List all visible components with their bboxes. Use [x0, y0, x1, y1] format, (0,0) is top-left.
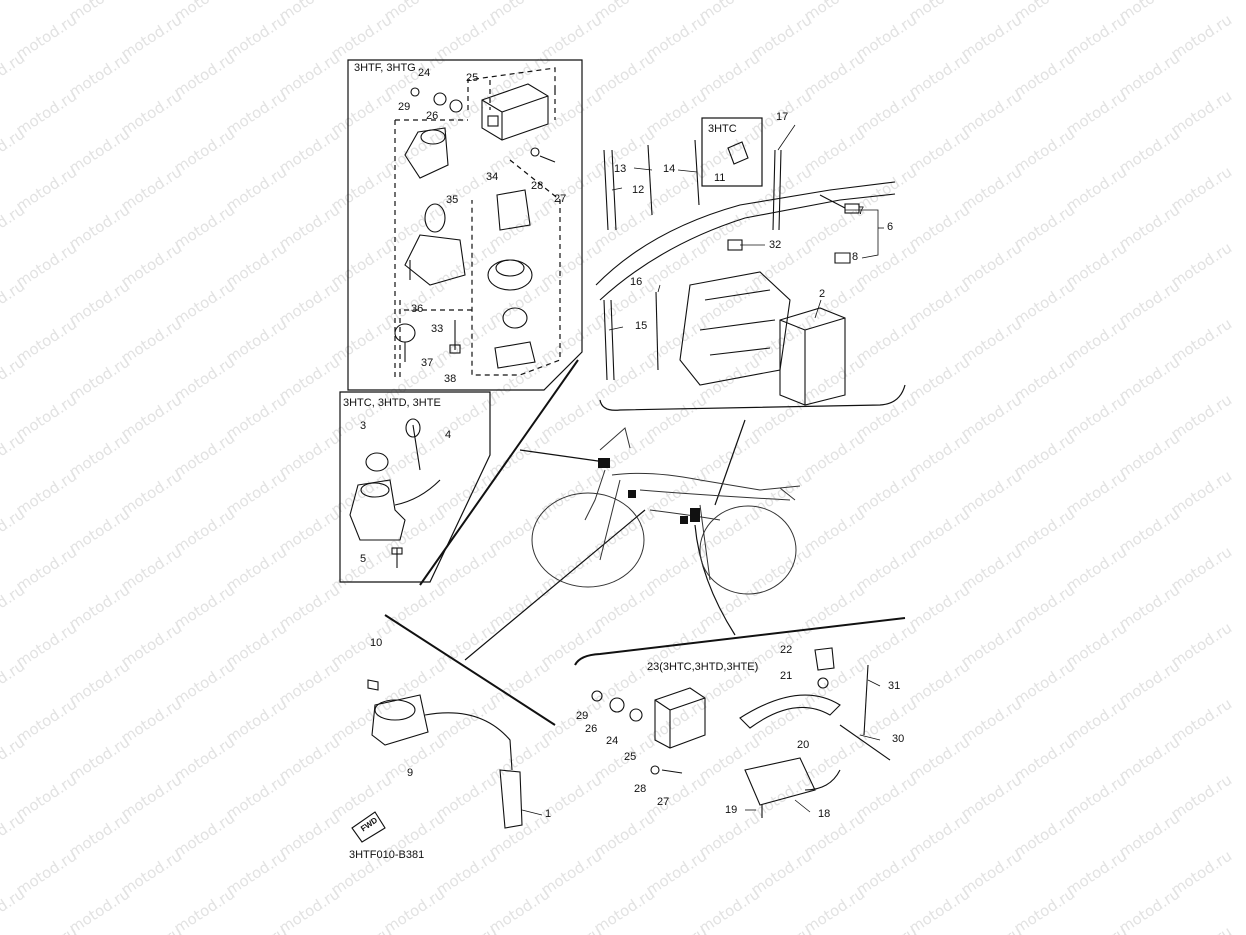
box-label-3htc: 3HTC [708, 123, 737, 135]
callout-22: 22 [780, 644, 793, 656]
callout-4: 4 [445, 429, 452, 441]
callout-26-bottom: 26 [585, 723, 598, 735]
callout-5: 5 [360, 553, 367, 565]
callout-13: 13 [614, 163, 627, 175]
callout-27-bottom: 27 [657, 796, 670, 808]
callout-28-top: 28 [531, 180, 544, 192]
callout-29-bottom: 29 [576, 710, 589, 722]
parts-top-right [595, 139, 896, 406]
callout-9: 9 [407, 767, 414, 779]
box-label-3htf-3htg: 3HTF, 3HTG [354, 62, 416, 74]
bracket-left [419, 359, 579, 586]
callout-3: 3 [360, 420, 367, 432]
dashed-group [394, 67, 561, 380]
callout-23: 23(3HTC,3HTD,3HTE) [647, 661, 759, 673]
callout-18: 18 [818, 808, 831, 820]
box-middle-left [339, 391, 491, 583]
callout-17: 17 [776, 111, 789, 123]
callout-31: 31 [888, 680, 901, 692]
bracket-lower-left [384, 614, 556, 726]
callout-14: 14 [663, 163, 676, 175]
motorcycle-outline [531, 427, 801, 595]
callout-28-bottom: 28 [634, 783, 647, 795]
callout-24-bottom: 24 [606, 735, 619, 747]
callout-29-top: 29 [398, 101, 411, 113]
callout-15: 15 [635, 320, 648, 332]
callout-24-top: 24 [418, 67, 431, 79]
callout-6: 6 [887, 221, 894, 233]
parts-middle-left [349, 418, 441, 568]
callout-26-top: 26 [426, 110, 439, 122]
callout-2: 2 [819, 288, 826, 300]
parts-lower-left [351, 679, 523, 843]
callout-25-bottom: 25 [624, 751, 637, 763]
callout-20: 20 [797, 739, 810, 751]
callout-30: 30 [892, 733, 905, 745]
callout-33: 33 [431, 323, 444, 335]
box-label-3htc-3htd-3hte: 3HTC, 3HTD, 3HTE [343, 397, 441, 409]
parts-top-left [394, 83, 556, 369]
box-small-top [701, 117, 763, 187]
callout-19: 19 [725, 804, 738, 816]
callout-7: 7 [858, 205, 865, 217]
parts-lower-right [591, 647, 891, 818]
bracket-top-right [599, 384, 906, 411]
box-top-left [347, 59, 583, 391]
callout-25-top: 25 [466, 72, 479, 84]
callout-35: 35 [446, 194, 459, 206]
callout-32: 32 [769, 239, 782, 251]
callout-38: 38 [444, 373, 457, 385]
callout-34: 34 [486, 171, 499, 183]
callout-16: 16 [630, 276, 643, 288]
callout-21: 21 [780, 670, 793, 682]
diagram-code: 3HTF010-B381 [349, 849, 425, 861]
callout-11: 11 [714, 172, 726, 184]
bracket-lower-right [574, 617, 906, 666]
callout-27-top: 27 [554, 193, 567, 205]
callout-1: 1 [545, 808, 552, 820]
callout-10: 10 [370, 637, 383, 649]
callout-8: 8 [852, 251, 859, 263]
callout-12: 12 [632, 184, 645, 196]
callout-37: 37 [421, 357, 434, 369]
callout-36: 36 [411, 303, 424, 315]
